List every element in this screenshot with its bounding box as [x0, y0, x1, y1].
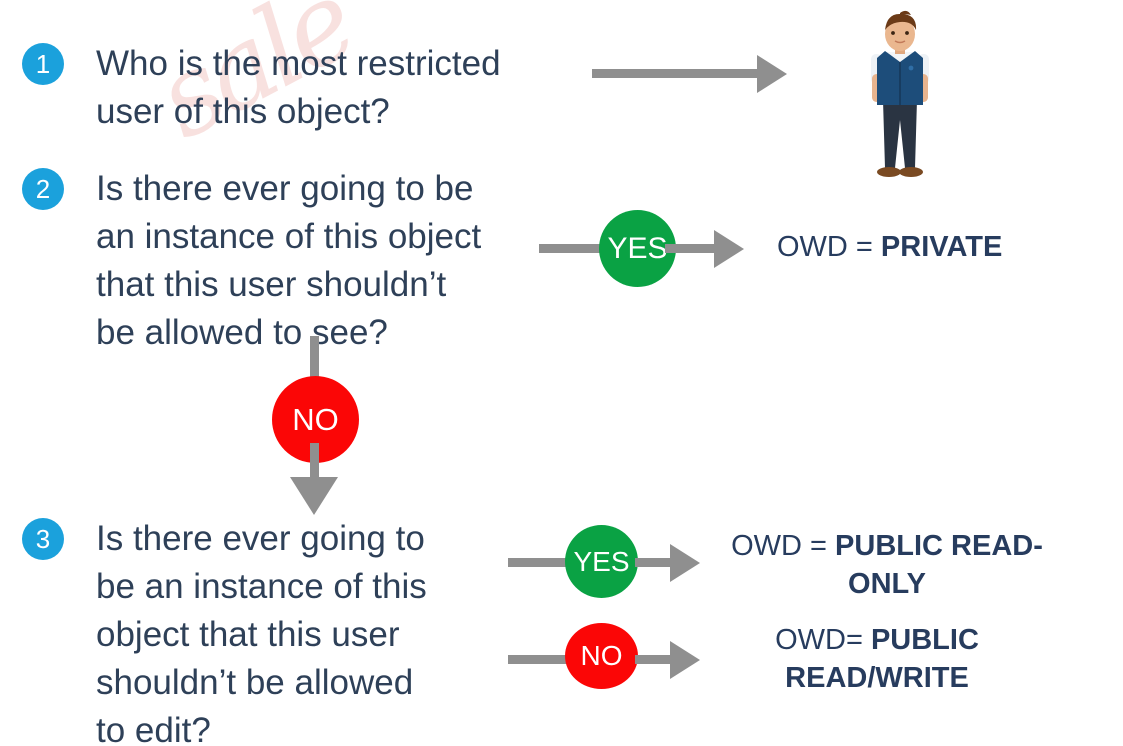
connector-line-no2-outcome	[635, 655, 673, 664]
arrow-right-icon-yes1	[714, 230, 744, 268]
question-text-1: Who is the most restricted user of this …	[96, 44, 501, 131]
outcome-public-read-only-prefix: OWD =	[731, 530, 836, 562]
outcome-private: OWD = PRIVATE	[777, 228, 1107, 266]
outcome-public-read-only-value: PUBLIC READ-ONLY	[835, 530, 1043, 600]
outcome-private-value: PRIVATE	[880, 231, 1003, 263]
connector-line-step2-no-bottom	[310, 443, 319, 481]
decision-node-no-2[interactable]: NO	[565, 623, 638, 689]
connector-line-yes2-outcome	[635, 558, 673, 567]
outcome-public-read-write: OWD= PUBLIC READ/WRITE	[722, 621, 1032, 697]
outcome-public-read-write-prefix: OWD=	[775, 624, 871, 656]
step-badge-3: 3	[22, 518, 64, 560]
connector-line-step2-no-top	[310, 336, 319, 386]
arrow-right-icon-yes2	[670, 544, 700, 582]
outcome-private-prefix: OWD =	[777, 231, 881, 263]
person-illustration	[871, 10, 929, 177]
step-badge-2: 2	[22, 168, 64, 210]
connector-line-step3-no	[508, 655, 570, 664]
arrow-right-icon-step1	[757, 55, 787, 93]
decision-node-yes-2[interactable]: YES	[565, 525, 638, 598]
connector-line-step1	[592, 69, 760, 78]
outcome-public-read-only: OWD = PUBLIC READ-ONLY	[722, 527, 1052, 603]
connector-line-step2-yes	[539, 244, 609, 253]
connector-line-step3-yes	[508, 558, 570, 567]
question-text-3: Is there ever going to be an instance of…	[96, 519, 427, 746]
arrow-right-icon-no2	[670, 641, 700, 679]
decision-node-no-1[interactable]: NO	[272, 376, 359, 463]
connector-line-yes1-outcome	[665, 244, 717, 253]
step-badge-1: 1	[22, 43, 64, 85]
arrow-down-icon-no1	[290, 477, 338, 515]
question-text-2: Is there ever going to be an instance of…	[96, 169, 482, 352]
decision-node-yes-1[interactable]: YES	[599, 210, 676, 287]
outcome-public-read-write-value: PUBLIC READ/WRITE	[785, 624, 979, 694]
